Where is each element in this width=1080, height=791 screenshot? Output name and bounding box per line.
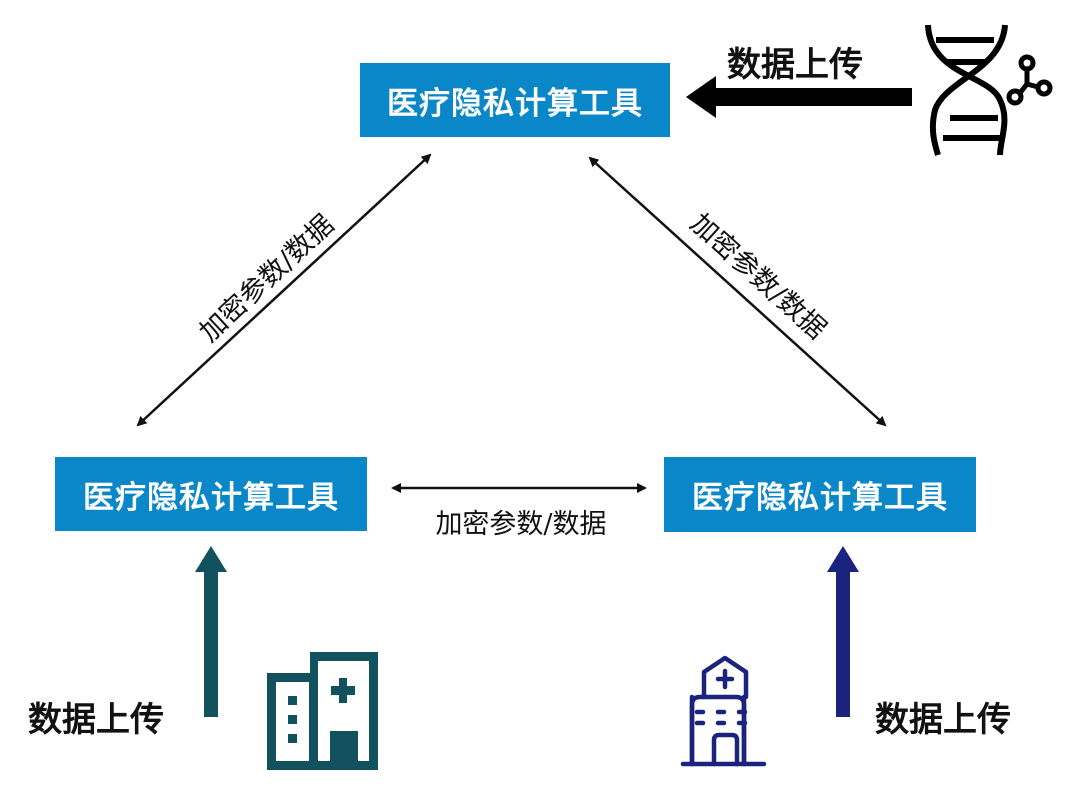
hospital-building-icon [267,652,378,770]
upload-label-dna: 数据上传 [727,45,863,85]
upload-arrow-dna [686,76,912,118]
node-top-label: 医疗隐私计算工具 [387,85,643,122]
arrow-left-top [136,153,432,427]
upload-arrow-left [195,546,227,717]
node-right: 医疗隐私计算工具 [664,457,976,532]
node-top: 医疗隐私计算工具 [360,63,670,137]
arrow-right-top [588,156,887,427]
node-right-label: 医疗隐私计算工具 [692,480,948,516]
upload-arrow-right [827,546,859,717]
node-left-label: 医疗隐私计算工具 [83,479,339,516]
upload-label-right: 数据上传 [875,700,1011,740]
dna-icon [925,24,1053,156]
upload-label-left: 数据上传 [28,700,164,740]
hospital-icon [680,655,767,767]
node-left: 医疗隐私计算工具 [55,457,367,531]
edge-label-left-right: 加密参数/数据 [435,509,607,540]
